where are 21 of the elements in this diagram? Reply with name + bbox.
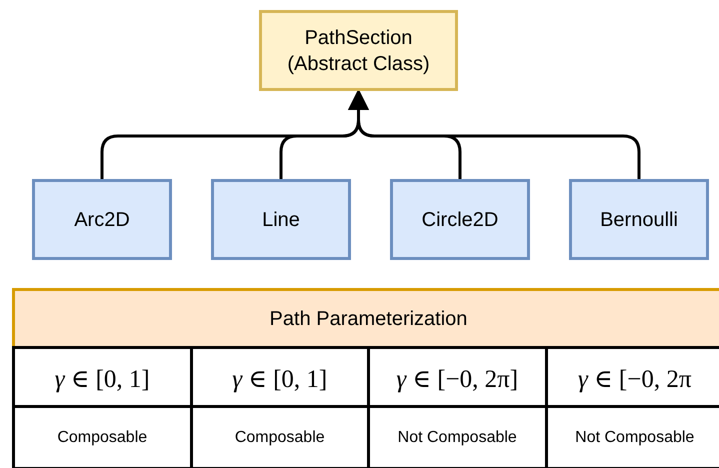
composability-text: Composable bbox=[234, 428, 325, 446]
class-name: Circle2D bbox=[422, 208, 498, 232]
class-box bbox=[569, 179, 709, 260]
class-box bbox=[259, 10, 458, 91]
class-name: Arc2D bbox=[74, 208, 130, 232]
class-box bbox=[32, 179, 172, 260]
parameter-range: γ ∈ [0, 1] bbox=[232, 364, 328, 394]
class-name: PathSection (Abstract Class) bbox=[286, 26, 431, 76]
parameter-range: γ ∈ [−0, 2π] bbox=[396, 364, 518, 394]
header-band bbox=[12, 288, 719, 349]
class-box bbox=[211, 179, 351, 260]
class-name: Path Parameterization bbox=[270, 306, 468, 332]
inheritance-arrow bbox=[348, 89, 640, 179]
composability-text: Composable bbox=[57, 428, 148, 446]
parameter-range: γ ∈ [−0, 2π bbox=[578, 364, 692, 394]
class-box bbox=[390, 179, 530, 260]
class-name: Bernoulli bbox=[600, 208, 678, 232]
composability-text: Not Composable bbox=[575, 428, 694, 446]
parameter-range: γ ∈ [0, 1] bbox=[54, 364, 150, 394]
class-name: Line bbox=[262, 208, 300, 232]
composability-text: Not Composable bbox=[398, 428, 517, 446]
